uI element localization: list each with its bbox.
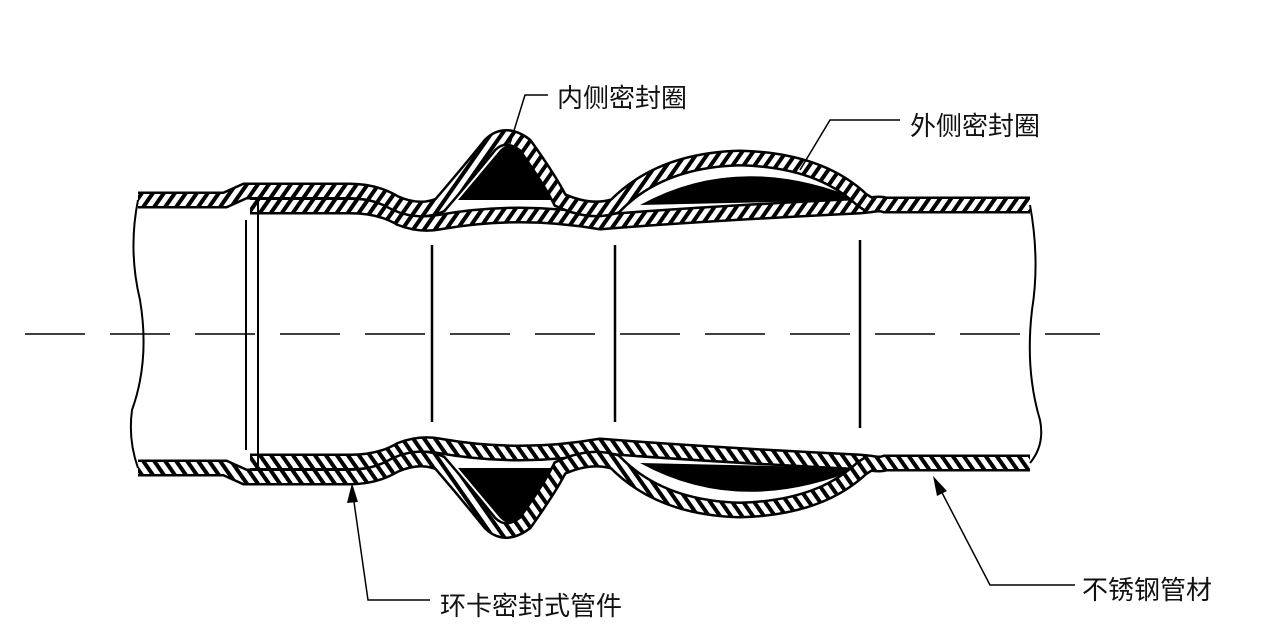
left-break-line [129,199,145,469]
fitting-label: 环卡密封式管件 [440,592,623,622]
outer-seal-ring [640,176,860,205]
lower-wall-section [138,445,1030,531]
outer-seal-leader [799,119,900,171]
right-break-line [1028,204,1043,464]
upper-wall-section [138,129,1030,232]
pipe-leader [937,484,1075,586]
inner-seal-label: 内侧密封圈 [557,84,688,114]
fitting-leader [352,494,430,601]
inner-seal-leader [507,94,548,151]
pipe-label: 不锈钢管材 [1082,576,1213,606]
inner-seal-ring [458,145,555,200]
pipe-arrow-icon [933,476,947,496]
fitting-arrow-icon [347,483,358,503]
outer-seal-label: 外侧密封圈 [910,112,1041,142]
